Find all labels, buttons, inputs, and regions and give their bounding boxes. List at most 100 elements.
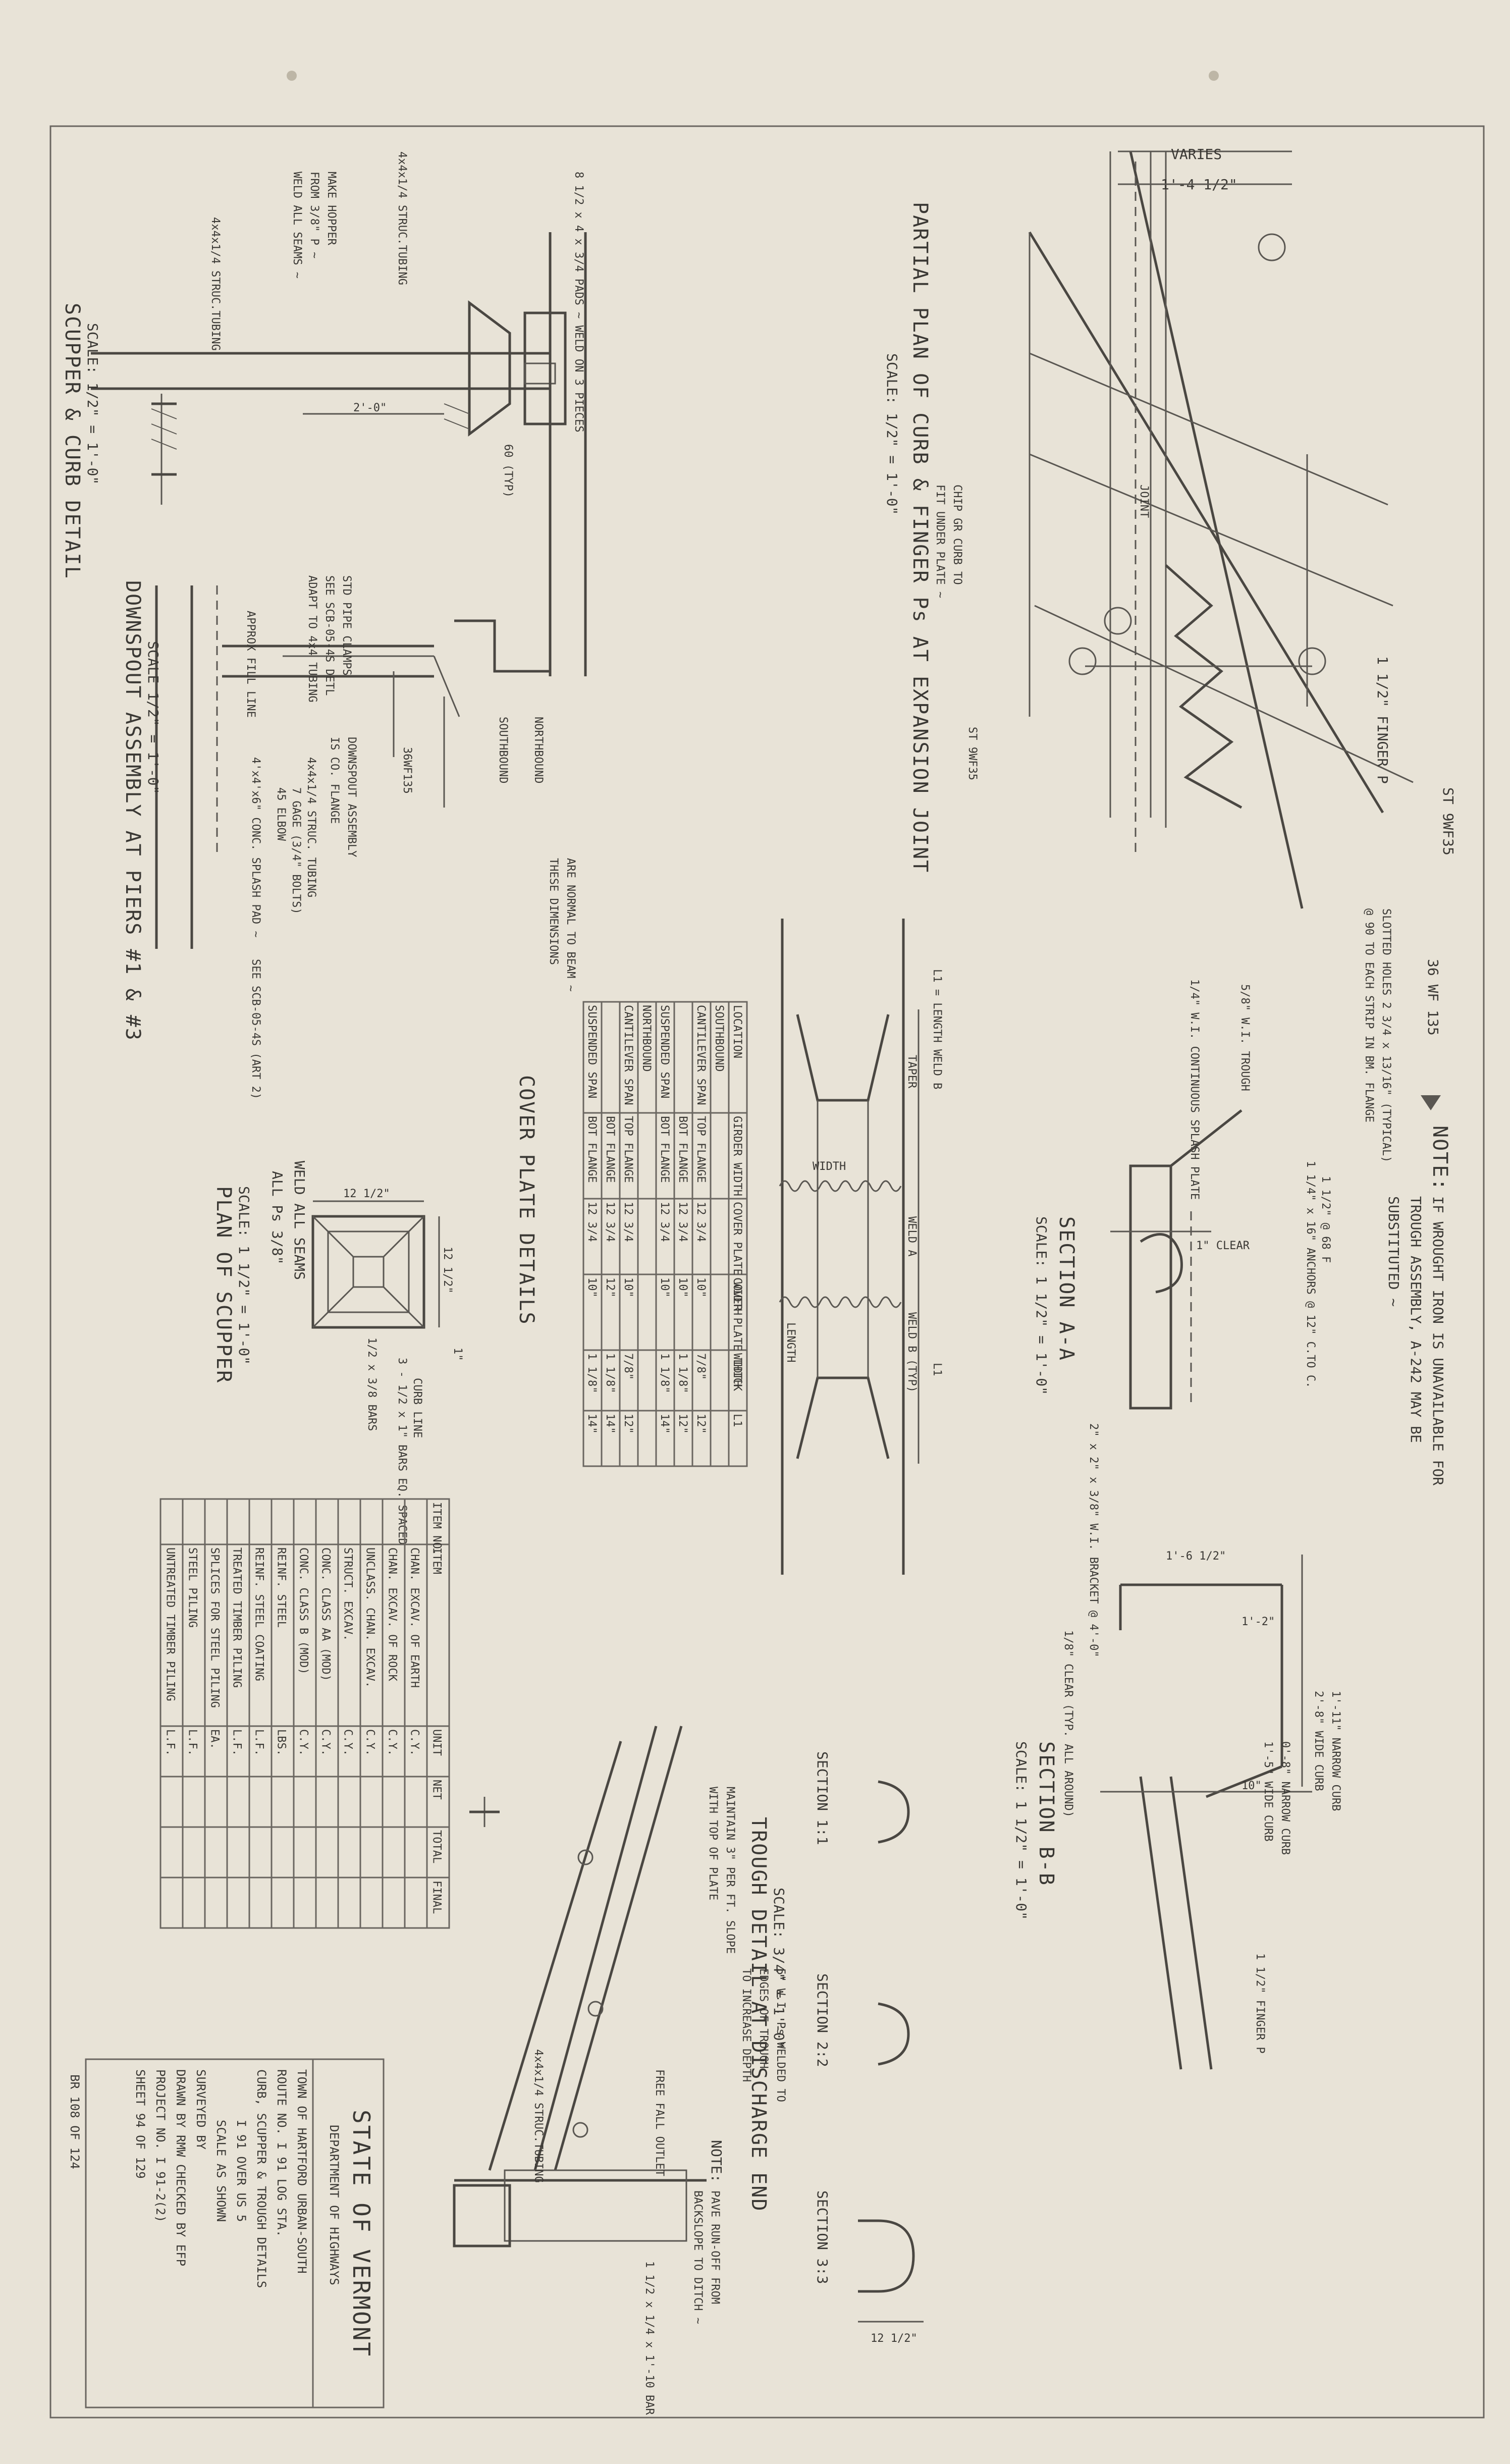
svg-text:SCALE: 1/2" = 1'-0": SCALE: 1/2" = 1'-0" [84,323,101,485]
svg-text:WELD A: WELD A [905,1216,918,1256]
svg-text:45 ELBOW: 45 ELBOW [275,787,287,841]
cover-table-header: LOCATION [731,1005,743,1058]
punch-hole [1209,71,1219,81]
svg-text:4x4x1/4 STRUC.TUBING: 4x4x1/4 STRUC.TUBING [209,217,222,351]
title-trough-detail: TROUGH DETAIL AT DISCHARGE END [747,1817,770,2212]
cover-table-cell: 7/8" [622,1353,634,1380]
svg-text:12 1/2": 12 1/2" [871,2332,918,2345]
punch-hole [287,71,297,81]
cover-table-cell: TOP FLANGE [622,1116,634,1183]
svg-text:@ 90 TO EACH STRIP IN BM. FLAN: @ 90 TO EACH STRIP IN BM. FLANGE [1363,908,1375,1122]
cover-table-cell: 1 1/8" [658,1353,671,1393]
svg-text:1'-2": 1'-2" [1242,1616,1275,1628]
plan-of-scupper-view: 12 1/2" 12 1/2" 1/2 x 3/8 BARS 3 - 1/2 x… [212,1161,464,1545]
svg-text:ST 9WF35: ST 9WF35 [1440,787,1457,855]
svg-text:LENGTH: LENGTH [784,1322,797,1362]
svg-text:THESE DIMENSIONS: THESE DIMENSIONS [547,858,560,965]
qty-table-cell: L.F. [164,1729,176,1756]
cover-table-cell: CANTILEVER SPAN [622,1005,634,1105]
note-triangle-icon [1421,1095,1441,1110]
qty-table-header: TOTAL [430,1830,443,1863]
svg-text:IS CO. FLANGE: IS CO. FLANGE [328,737,341,824]
svg-text:JOINT: JOINT [1138,485,1150,518]
title-section-33: SECTION 3:3 [814,2190,831,2284]
cover-table-header: GIRDER WIDTH [731,1116,743,1196]
qty-table-cell: CHAN. EXCAV. OF ROCK [386,1547,398,1682]
svg-text:2'-8" WIDE CURB: 2'-8" WIDE CURB [1312,1691,1325,1791]
cover-table-cell: BOT FLANGE [604,1116,616,1183]
cover-table-cell: 7/8" [694,1353,707,1380]
downspout-view: SOUTHBOUND NORTHBOUND THESE DIMENSIONS A… [121,575,577,1099]
cover-table-cell: 1 1/8" [585,1353,598,1393]
section-bb-view: 1'-6 1/2" 1'-2" 10" 1'-11" NARROW CURB 2… [1013,1550,1342,2070]
svg-text:STD PIPE CLAMPS: STD PIPE CLAMPS [340,575,353,676]
svg-text:SCALE: 1 1/2" = 1'-0": SCALE: 1 1/2" = 1'-0" [236,1186,252,1365]
section-marker-a [1298,647,1326,675]
cover-table-cell: BOT FLANGE [676,1116,689,1183]
cover-table-cell: SOUTHBOUND [713,1005,725,1072]
cover-table-cell: 12" [694,1414,707,1434]
title-plan-scupper: PLAN OF SCUPPER [212,1186,235,1383]
qty-table-cell: C.Y. [319,1729,332,1756]
cover-table-header: COVER PLATE THICK [731,1277,743,1391]
qty-table-cell: CONC. CLASS AA (MOD) [319,1547,332,1681]
qty-table-cell: REINF. STEEL COATING [252,1547,265,1681]
trough-sections: 12 1/2" SECTION 1:1 SECTION 2:2 SECTION … [814,1751,924,2345]
svg-text:1 1/2" FINGER P: 1 1/2" FINGER P [1254,1953,1266,2054]
svg-text:IF WROUGHT IRON IS UNAVAILABLE: IF WROUGHT IRON IS UNAVAILABLE FOR [1430,1196,1446,1485]
cover-table-cell: BOT FLANGE [658,1116,671,1183]
svg-text:SUBSTITUTED ~: SUBSTITUTED ~ [1385,1196,1402,1307]
svg-text:EDGES OF TROUGH: EDGES OF TROUGH [757,1968,770,2069]
qty-table-cell: CONC. CLASS B (MOD) [297,1547,309,1675]
svg-text:1 1/2" @ 68 F: 1 1/2" @ 68 F [1319,1176,1332,1263]
svg-text:SCALE: 1/2" = 1'-0": SCALE: 1/2" = 1'-0" [884,353,900,515]
svg-text:MAKE HOPPER: MAKE HOPPER [325,172,338,245]
qty-table-cell: STRUCT. EXCAV. [341,1547,354,1641]
cover-table-cell: CANTILEVER SPAN [694,1005,707,1105]
title-section-11: SECTION 1:1 [814,1751,831,1845]
svg-text:1'-5" WIDE CURB: 1'-5" WIDE CURB [1262,1741,1274,1842]
cover-table-cell: 12" [622,1414,634,1434]
svg-text:ARE NORMAL TO BEAM ~: ARE NORMAL TO BEAM ~ [564,858,577,992]
svg-text:7 GAGE (3/4" BOLTS): 7 GAGE (3/4" BOLTS) [290,787,302,915]
svg-text:SCALE: 3/4" = 1'-0": SCALE: 3/4" = 1'-0" [771,1888,787,2049]
section-marker-a [1068,647,1097,675]
qty-table-cell: UNCLASS. CHAN. EXCAV. [363,1547,376,1688]
svg-text:SCALE AS SHOWN: SCALE AS SHOWN [214,2120,228,2222]
svg-text:10": 10" [1242,1780,1262,1792]
cover-table-cell: 14" [604,1414,616,1434]
svg-text:12 1/2": 12 1/2" [343,1188,390,1200]
svg-text:WELD ALL SEAMS ~: WELD ALL SEAMS ~ [291,172,303,279]
cover-table-cell: BOT FLANGE [585,1116,598,1183]
cover-table-cell: 1 1/8" [676,1353,689,1393]
cover-table-cell: 10" [585,1277,598,1298]
svg-text:2" x 2" x 3/8" W.I. BRACKET @: 2" x 2" x 3/8" W.I. BRACKET @ 4'-0" [1087,1423,1100,1657]
qty-table-cell: C.Y. [386,1729,398,1756]
cover-table-cell: 12 3/4 [694,1202,707,1242]
title-section-bb: SECTION B-B [1035,1741,1058,1886]
svg-text:1": 1" [451,1348,464,1361]
svg-text:4x4x1/4 STRUC. TUBING: 4x4x1/4 STRUC. TUBING [305,757,317,897]
svg-text:SURVEYED BY: SURVEYED BY [194,2069,208,2150]
svg-text:L1 = LENGTH WELD B: L1 = LENGTH WELD B [931,969,943,1089]
section-marker-b [1104,607,1132,635]
svg-text:ALL Ps 3/8": ALL Ps 3/8" [269,1171,286,1264]
svg-text:TOWN OF HARTFORD URBAN-SOUTH: TOWN OF HARTFORD URBAN-SOUTH [295,2069,309,2274]
title-cover-plate: COVER PLATE DETAILS [515,1075,538,1325]
qty-table-cell: C.Y. [297,1729,309,1756]
svg-text:SEE SCB-05-4S (ART 2): SEE SCB-05-4S (ART 2) [249,959,262,1099]
svg-text:4'x4'x6" CONC. SPLASH PAD ~: 4'x4'x6" CONC. SPLASH PAD ~ [249,757,262,938]
svg-text:SCALE 1/2" = 1'-0": SCALE 1/2" = 1'-0" [145,641,161,794]
qty-table-header: NET [430,1780,443,1800]
svg-text:5" W.I. Ps WELDED TO: 5" W.I. Ps WELDED TO [774,1968,787,2102]
qty-table-cell: L.F. [186,1729,198,1756]
cover-table-cell: 12 3/4 [585,1202,598,1242]
svg-text:DEPARTMENT OF HIGHWAYS: DEPARTMENT OF HIGHWAYS [327,2125,341,2285]
cover-table-cell: 10" [676,1277,689,1298]
cover-table-cell: SUSPENDED SPAN [658,1005,671,1098]
svg-text:WIDTH: WIDTH [813,1160,846,1173]
svg-text:DOWNSPOUT ASSEMBLY: DOWNSPOUT ASSEMBLY [345,737,358,857]
svg-text:SOUTHBOUND: SOUTHBOUND [497,717,509,783]
svg-text:SEE SCB-05-4S DETL: SEE SCB-05-4S DETL [323,575,336,695]
qty-table-cell: LBS. [275,1729,287,1756]
